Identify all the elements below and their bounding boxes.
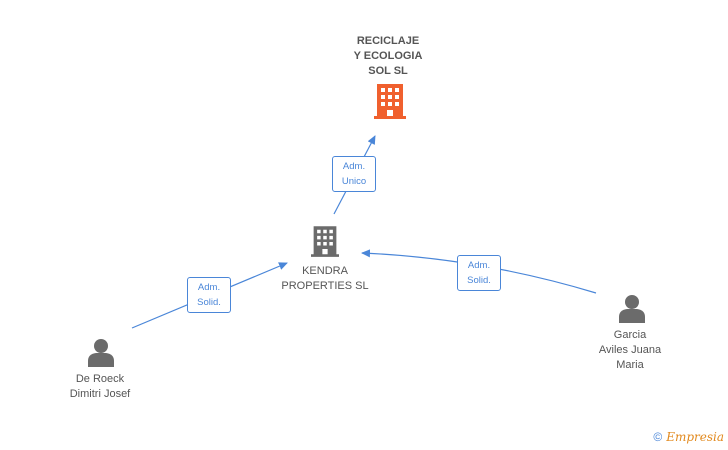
- person-icon[interactable]: [86, 337, 116, 367]
- brand-name: Empresia: [666, 430, 724, 444]
- node-garcia-label[interactable]: Garcia Aviles Juana Maria: [598, 329, 662, 371]
- edge-label-adm-solid-deroeck: Adm. Solid.: [187, 277, 231, 313]
- building-icon[interactable]: [311, 225, 339, 259]
- edge-label-adm-solid-garcia: Adm. Solid.: [457, 255, 501, 291]
- person-icon[interactable]: [617, 293, 647, 323]
- copyright-icon: ©: [653, 430, 663, 444]
- node-reciclaje-label[interactable]: RECICLAJE Y ECOLOGIA SOL SL: [353, 35, 423, 77]
- node-deroeck-label[interactable]: De Roeck Dimitri Josef: [69, 373, 131, 400]
- node-kendra-label[interactable]: KENDRA PROPERTIES SL: [281, 265, 369, 292]
- edge-label-adm-unico: Adm. Unico: [332, 156, 376, 192]
- brand-watermark: ©Empresia: [653, 430, 724, 444]
- building-icon[interactable]: [374, 84, 406, 120]
